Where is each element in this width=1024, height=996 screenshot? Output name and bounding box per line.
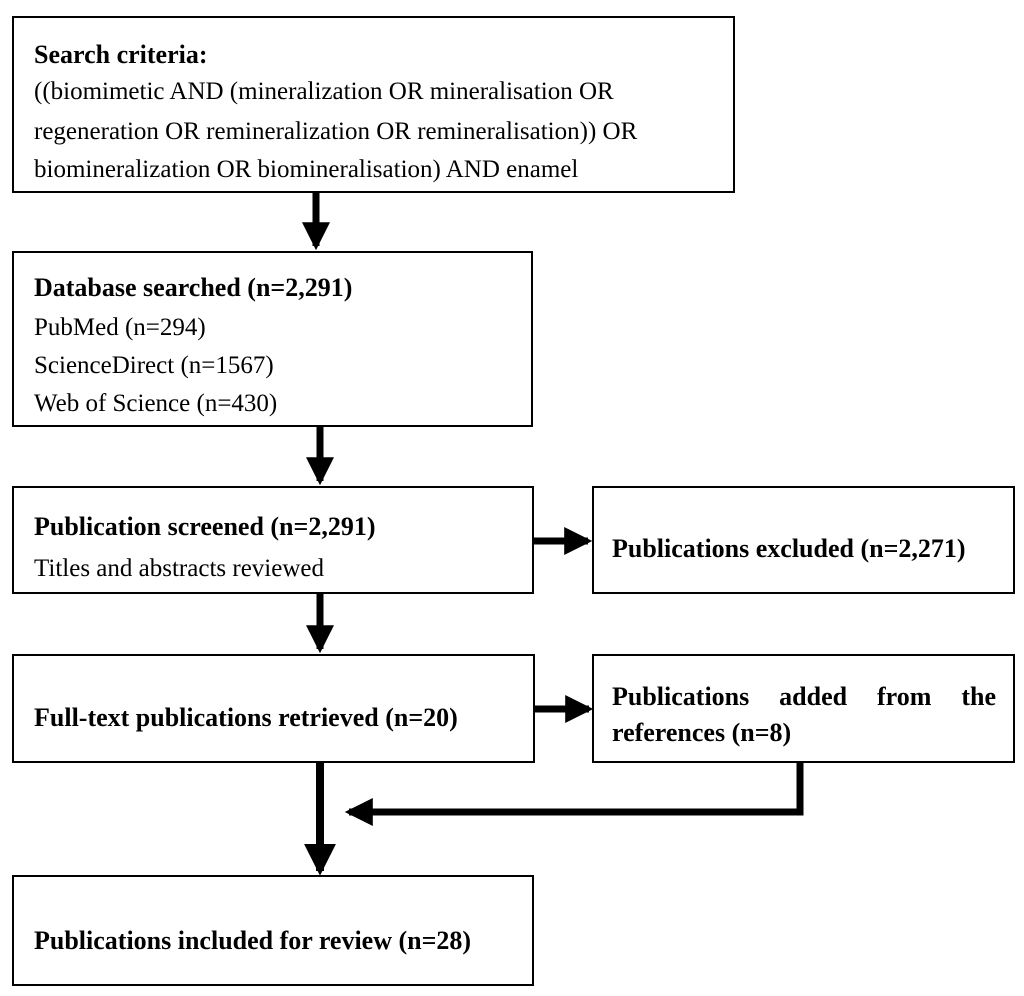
database-item: Web of Science (n=430) [34, 390, 278, 417]
database-searched-heading: Database searched (n=2,291) [34, 273, 353, 302]
publication-screened-box: Publication screened (n=2,291) Titles an… [12, 486, 534, 594]
database-item: ScienceDirect (n=1567) [34, 352, 274, 379]
publication-screened-subtext: Titles and abstracts reviewed [34, 555, 324, 582]
database-item: PubMed (n=294) [34, 314, 206, 341]
publications-added-box: Publications added from the references (… [592, 654, 1015, 763]
publications-excluded-box: Publications excluded (n=2,271) [592, 486, 1015, 594]
search-criteria-line: ((biomimetic AND (mineralization OR mine… [34, 78, 614, 105]
publication-screened-heading: Publication screened (n=2,291) [34, 512, 376, 541]
line-added-down-left [344, 763, 804, 826]
publications-added-line: references (n=8) [612, 718, 792, 747]
fulltext-retrieved-label: Full-text publications retrieved (n=20) [34, 703, 458, 732]
search-criteria-heading: Search criteria: [34, 40, 208, 69]
publications-excluded-label: Publications excluded (n=2,271) [612, 534, 966, 563]
search-criteria-line: regeneration OR remineralization OR remi… [34, 118, 638, 145]
publications-added-line: Publications added from the [612, 682, 996, 711]
search-criteria-box: Search criteria: ((biomimetic AND (miner… [12, 16, 735, 193]
publications-included-label: Publications included for review (n=28) [34, 926, 472, 955]
fulltext-retrieved-box: Full-text publications retrieved (n=20) [12, 654, 535, 763]
publications-included-box: Publications included for review (n=28) [12, 875, 534, 986]
search-criteria-line: biomineralization OR biomineralisation) … [34, 156, 579, 183]
database-searched-box: Database searched (n=2,291) PubMed (n=29… [12, 251, 533, 427]
